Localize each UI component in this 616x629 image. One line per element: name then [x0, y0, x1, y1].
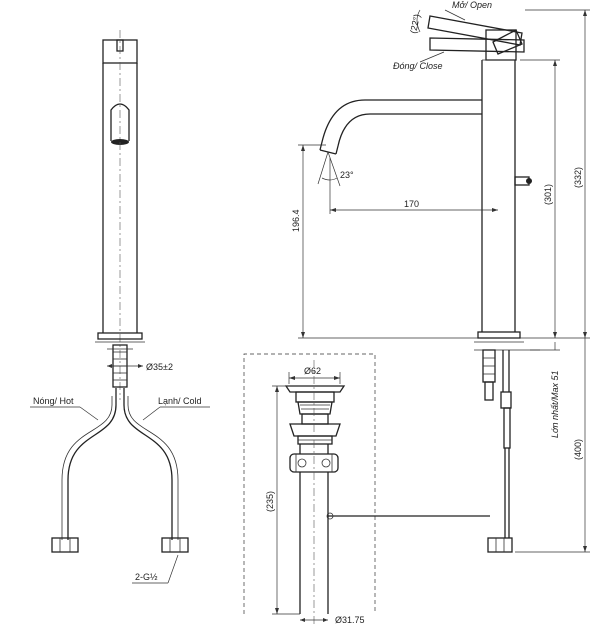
spout-bottom: [335, 113, 482, 155]
hose-fitting: [500, 391, 512, 409]
drain-top-label: Ø62: [304, 366, 321, 376]
hot-label: Nóng/ Hot: [33, 396, 74, 406]
handle-angle-label: (22°): [408, 13, 422, 34]
drain-flange: [289, 423, 341, 437]
drain-bottom-label: Ø31.75: [335, 615, 365, 625]
handle-lever-close: [429, 37, 525, 53]
cold-connector: [161, 537, 189, 553]
hot-hose: [67, 388, 117, 540]
side-connector: [487, 537, 513, 553]
spout-outlet: [110, 103, 130, 141]
cold-label: Lạnh/ Cold: [158, 396, 202, 406]
drain-assembly: Ø62 (235) Ø31.75: [243, 353, 490, 625]
hose-length-label: (400): [573, 439, 583, 460]
total-height-label: (332): [573, 167, 583, 188]
spout-height-label: 196.4: [291, 209, 301, 232]
side-view: (22°) Mở/ Open Đóng/ Close 23° 170 1: [291, 0, 590, 553]
max-thickness-label: Lớn nhất/Max 51: [550, 371, 560, 438]
hot-connector: [51, 537, 79, 553]
cold-hose: [123, 388, 173, 540]
spout-top: [319, 99, 482, 151]
handle-head: [485, 29, 517, 61]
drain-cap: [284, 385, 346, 393]
drain-frame: [243, 353, 376, 614]
close-label: Đóng/ Close: [393, 61, 443, 71]
spout-angle-label: 23°: [340, 170, 354, 180]
connector-label: 2-G½: [135, 572, 158, 582]
drain-length-label: (235): [265, 491, 275, 512]
body-height-label: (301): [543, 184, 553, 205]
open-label: Mở/ Open: [452, 0, 492, 10]
deck-hole-label: Ø35±2: [146, 362, 173, 372]
reach-label: 170: [404, 199, 419, 209]
front-view: Ø35±2 Nóng/ Hot Lạnh/ Cold 2-G½: [30, 30, 210, 584]
